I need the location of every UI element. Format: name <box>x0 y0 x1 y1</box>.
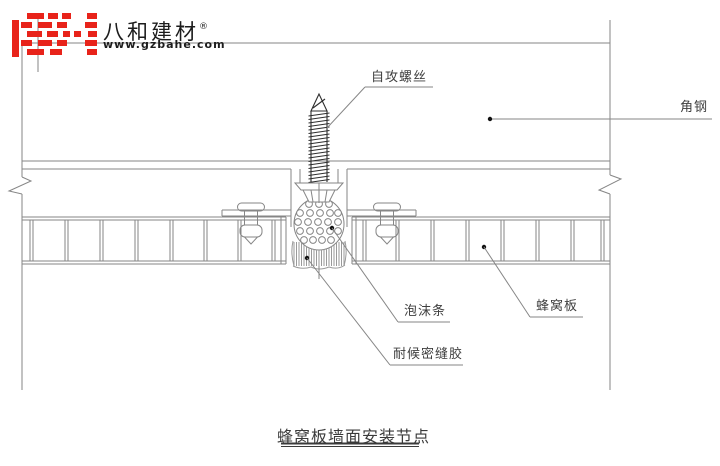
joint-bracket <box>221 169 417 227</box>
logo-dash <box>63 31 70 37</box>
angle-steel-edge <box>22 160 610 170</box>
title-underline <box>281 442 419 447</box>
screw-threads <box>308 112 330 184</box>
logo-dash <box>57 22 67 28</box>
logo-dash <box>57 40 67 46</box>
border-lines <box>7 18 623 390</box>
bahe-logo: 八和建材® www.gzbahe.com <box>0 0 225 70</box>
brand-name-text: 八和建材 <box>103 20 199 44</box>
logo-dash <box>50 49 62 55</box>
logo-dash <box>27 49 44 55</box>
logo-dash <box>47 31 58 37</box>
drawing-title: 蜂窝板墙面安装节点 <box>277 427 431 446</box>
logo-dash <box>87 49 97 55</box>
honeycomb-panel-band <box>22 216 610 265</box>
logo-dash <box>85 40 97 46</box>
logo-dash <box>38 22 52 28</box>
panel-cell-dividers <box>29 220 605 261</box>
logo-dash <box>12 20 19 57</box>
sealant-hatch <box>293 242 345 266</box>
logo-dash <box>85 22 97 28</box>
logo-dash <box>21 40 32 46</box>
logo-dash <box>38 40 52 46</box>
logo-dash <box>27 13 44 19</box>
logo-dash <box>88 31 97 37</box>
self-tapping-screw <box>293 92 345 279</box>
logo-dash <box>87 13 97 19</box>
brand-name: 八和建材® <box>103 16 208 46</box>
callout-self-tapping-screw: 自攻螺丝 <box>370 70 427 85</box>
rivet-fasteners <box>237 202 401 245</box>
callout-honeycomb-panel: 蜂窝板 <box>535 299 578 314</box>
brand-website: www.gzbahe.com <box>103 38 226 51</box>
logo-dash <box>27 31 42 37</box>
logo-dash <box>21 22 32 28</box>
registered-mark: ® <box>199 22 208 32</box>
callout-foam-strip: 泡沫条 <box>403 304 446 319</box>
foam-rod-dots <box>294 200 342 244</box>
logo-dash <box>74 31 81 37</box>
logo-dash <box>62 13 71 19</box>
callout-angle-steel: 角钢 <box>679 100 708 115</box>
leader-lines <box>304 86 712 366</box>
callout-weather-sealant: 耐候密缝胶 <box>392 347 463 362</box>
logo-dash <box>48 13 58 19</box>
